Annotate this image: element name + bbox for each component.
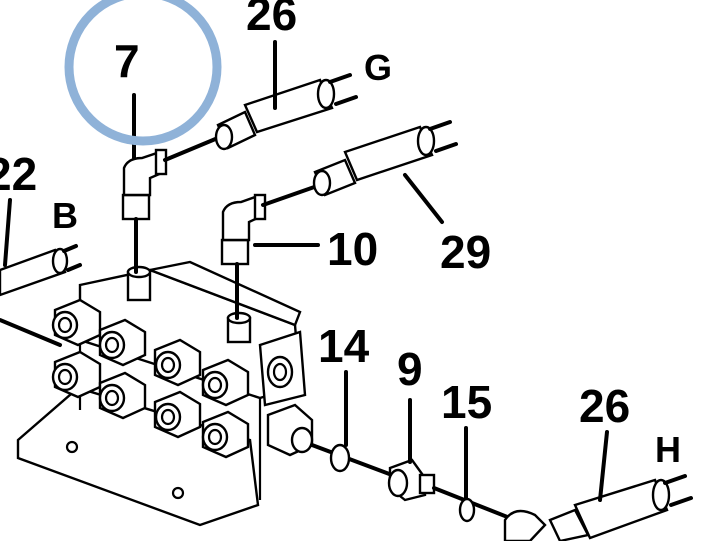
- fitting-5: [153, 338, 202, 387]
- washer-15: [458, 497, 476, 523]
- nipple-9: [387, 458, 512, 520]
- letter-G: G: [364, 47, 392, 88]
- fitting-7: [201, 358, 250, 407]
- fitting-1: [51, 298, 102, 347]
- hose-26-bottom: [503, 474, 693, 541]
- fitting-4: [98, 371, 147, 420]
- elbow-fitting-7: [121, 148, 168, 274]
- callout-29: 29: [440, 226, 491, 278]
- hose-22: [0, 244, 82, 297]
- callout-22: 22: [0, 148, 37, 200]
- letter-B: B: [52, 195, 78, 236]
- elbow-fitting-10: [220, 193, 267, 320]
- manifold-fittings: [51, 265, 314, 459]
- hose-29: [261, 120, 458, 207]
- callout-26-bottom: 26: [579, 380, 630, 432]
- highlight-circle: [64, 0, 222, 146]
- letter-H: H: [655, 429, 681, 470]
- fitting-8: [201, 410, 250, 459]
- manifold-block: [78, 260, 307, 500]
- top-port-1: [126, 265, 152, 302]
- callout-10: 10: [327, 223, 378, 275]
- washer-14: [310, 443, 394, 477]
- callout-15: 15: [441, 376, 492, 428]
- fitting-2: [51, 350, 102, 399]
- callout-26-top: 26: [246, 0, 297, 40]
- leader-lines: [0, 40, 609, 502]
- side-fitting: [266, 403, 314, 457]
- hose-26-top: [163, 73, 358, 162]
- fitting-3: [98, 318, 147, 367]
- callout-14: 14: [318, 320, 370, 372]
- callout-7: 7: [114, 35, 140, 87]
- callout-9: 9: [397, 343, 423, 395]
- fitting-6: [153, 390, 202, 439]
